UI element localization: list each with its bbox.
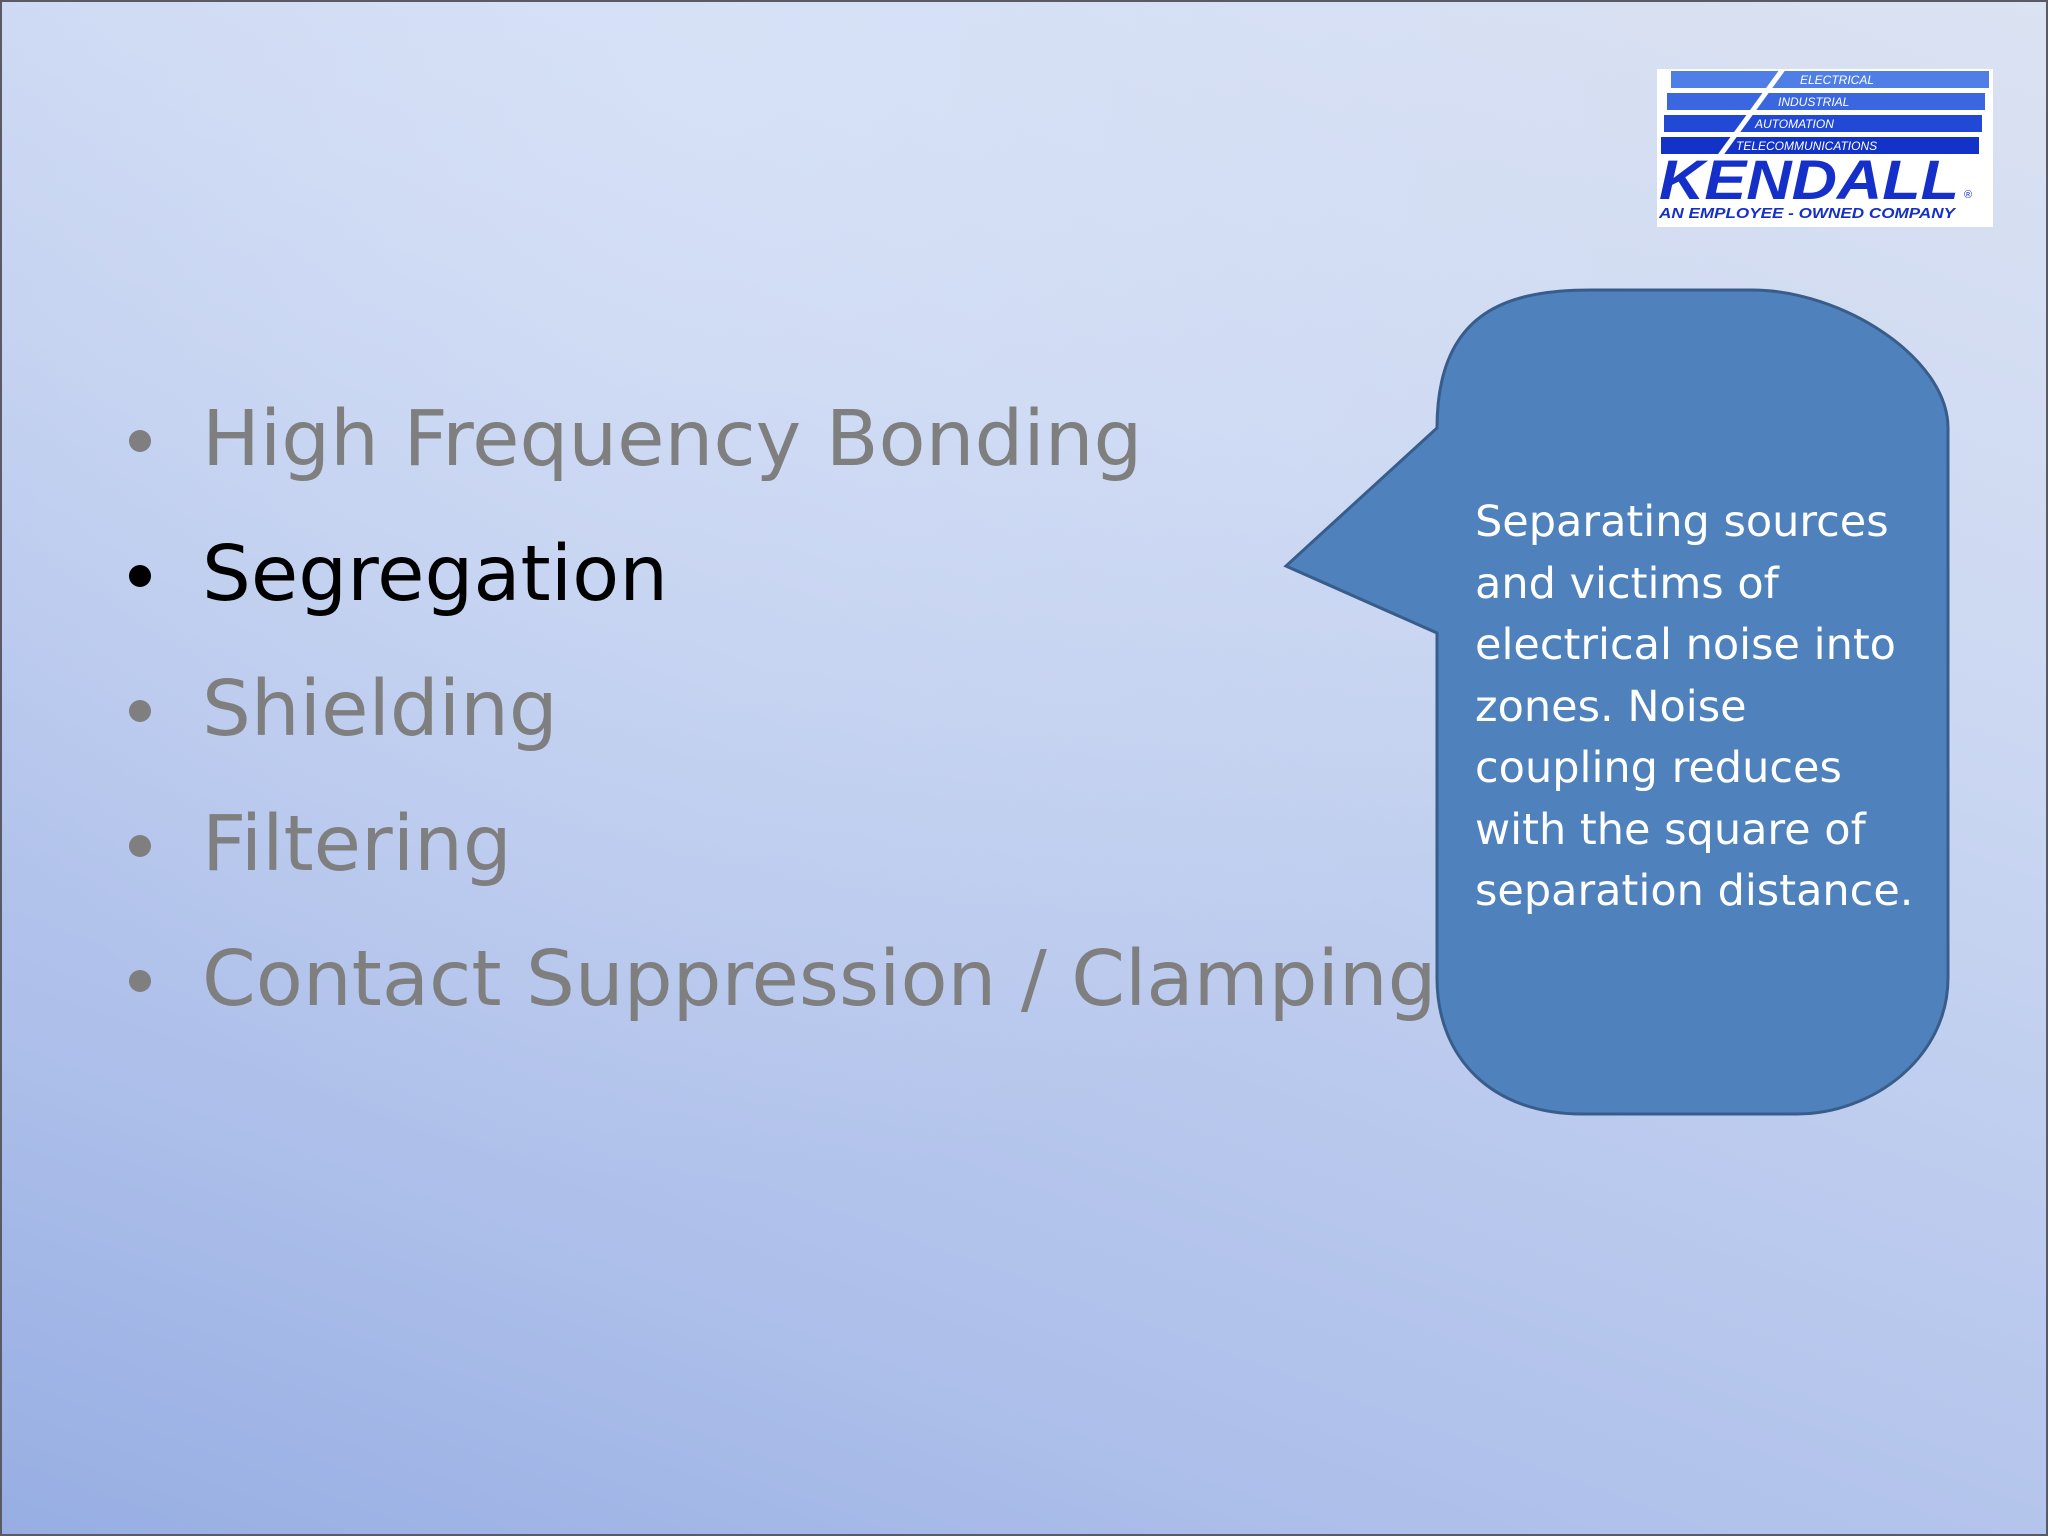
topic-label: Contact Suppression / Clamping	[202, 935, 1437, 1024]
callout-text: Separating sources and victims of electr…	[1475, 497, 1914, 916]
bullet-dot	[129, 835, 151, 857]
bullet-dot	[129, 970, 151, 992]
topic-list: High Frequency Bonding Segregation Shiel…	[122, 372, 1437, 1047]
topic-label: Segregation	[202, 530, 669, 619]
logo-tagline: AN EMPLOYEE - OWNED COMPANY	[1658, 205, 1957, 222]
logo-line-telecom: TELECOMMUNICATIONS	[1736, 139, 1877, 153]
logo-line-automation: AUTOMATION	[1754, 117, 1834, 131]
logo-stripe-1	[1671, 71, 1989, 88]
topic-label: Filtering	[202, 800, 512, 889]
topic-label: High Frequency Bonding	[202, 395, 1143, 484]
topic-item-contact-suppression: Contact Suppression / Clamping	[122, 912, 1437, 1047]
bullet-dot	[129, 430, 151, 452]
logo-name: KENDALL	[1659, 148, 1959, 211]
topic-item-segregation: Segregation	[122, 507, 1437, 642]
bullet-dot	[129, 700, 151, 722]
logo-stripe-4	[1661, 137, 1979, 154]
logo-registered: ®	[1964, 189, 1972, 201]
callout-shape	[1283, 288, 1950, 1116]
logo-stripe-2	[1667, 93, 1985, 110]
logo-line-industrial: INDUSTRIAL	[1778, 95, 1849, 109]
topic-item-shielding: Shielding	[122, 642, 1437, 777]
speech-callout	[1283, 288, 1950, 1116]
logo-line-electrical: ELECTRICAL	[1800, 73, 1874, 87]
topic-item-high-frequency-bonding: High Frequency Bonding	[122, 372, 1437, 507]
bullet-dot	[129, 565, 151, 587]
kendall-logo: ELECTRICAL INDUSTRIAL AUTOMATION TELECOM…	[1657, 69, 1993, 227]
topic-label: Shielding	[202, 665, 558, 754]
topic-item-filtering: Filtering	[122, 777, 1437, 912]
